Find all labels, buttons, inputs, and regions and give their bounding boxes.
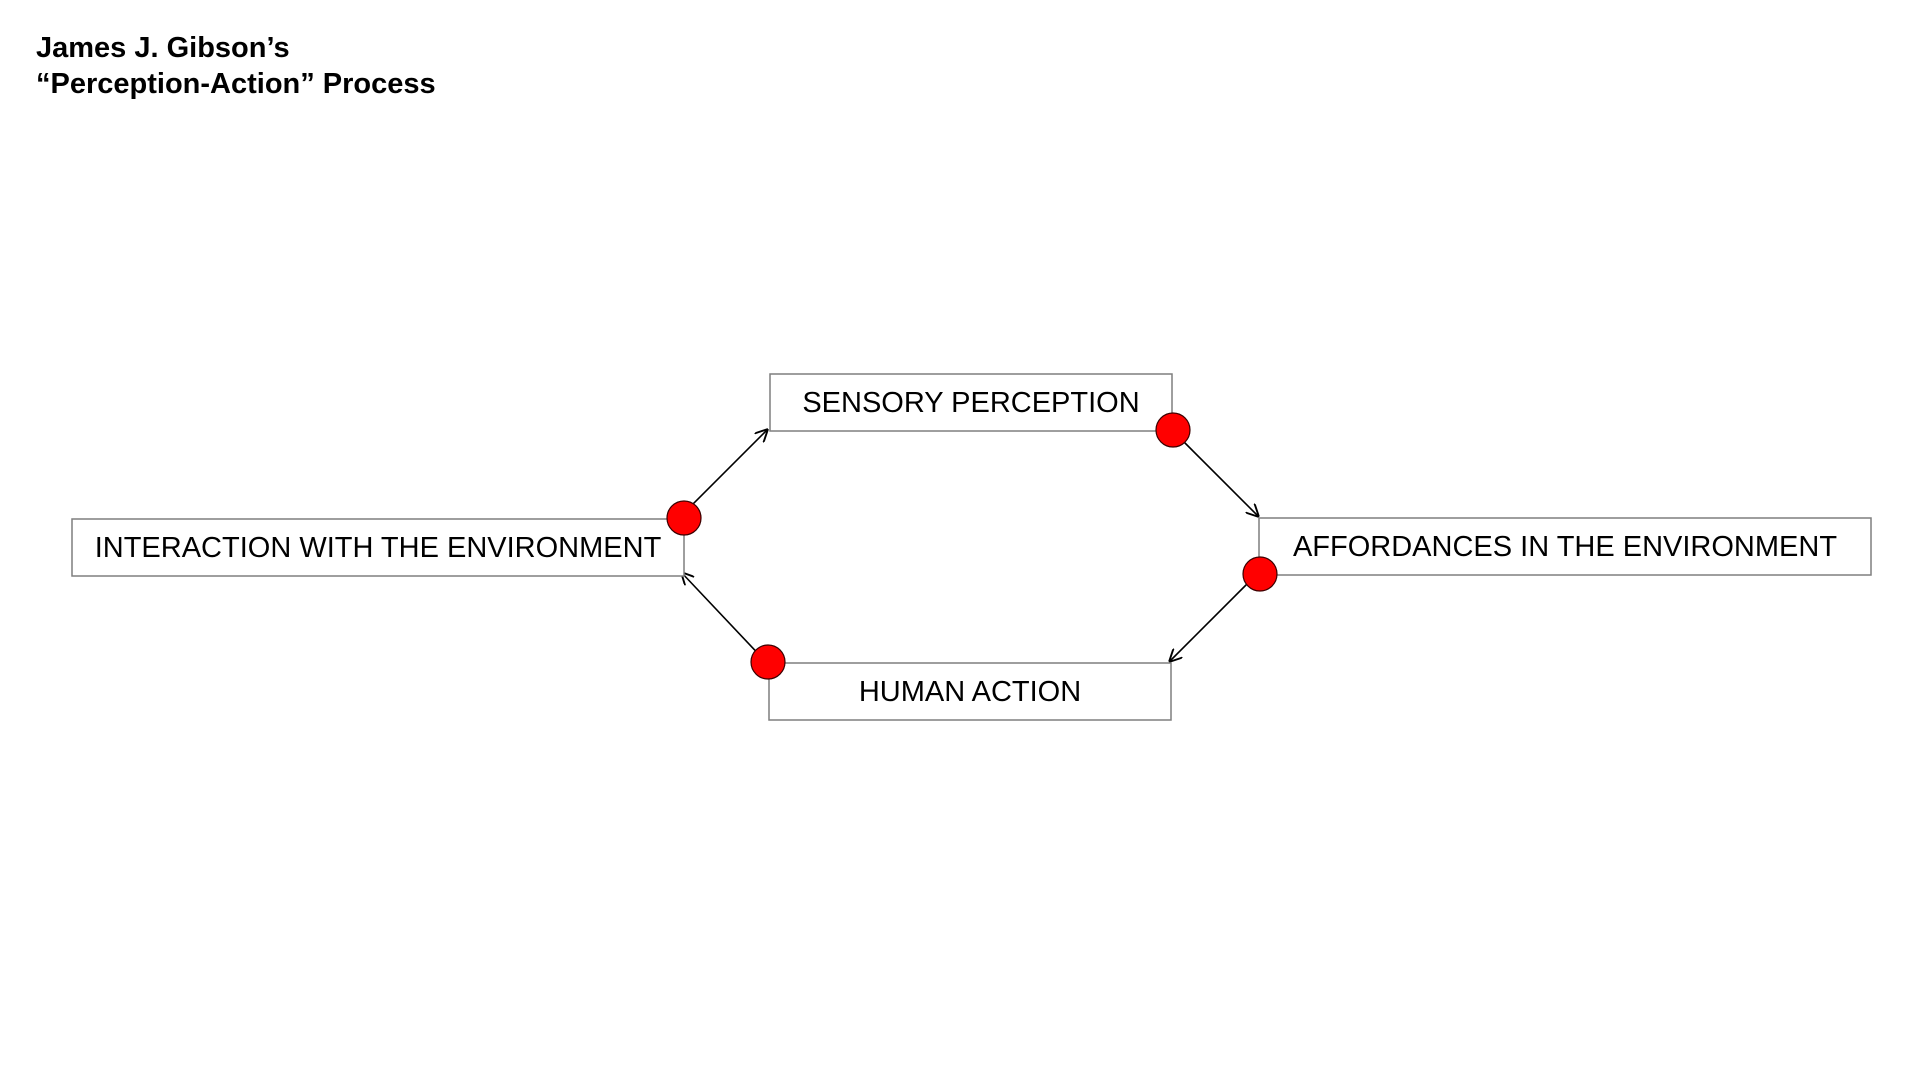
node-sensory-perception-label: SENSORY PERCEPTION (802, 387, 1139, 419)
node-interaction-label: INTERACTION WITH THE ENVIRONMENT (95, 532, 662, 564)
node-sensory-perception: SENSORY PERCEPTION (769, 373, 1173, 432)
arrow-interaction-to-sensory (680, 429, 768, 517)
marker-sensory-right (1155, 412, 1191, 448)
title-line-2: “Perception-Action” Process (36, 68, 436, 100)
node-interaction: INTERACTION WITH THE ENVIRONMENT (71, 518, 685, 577)
node-human-action-label: HUMAN ACTION (859, 676, 1081, 708)
title-line-1: James J. Gibson’s (36, 32, 290, 64)
node-human-action: HUMAN ACTION (768, 662, 1172, 721)
arrow-human-action-to-interaction (681, 572, 767, 663)
diagram-title: James J. Gibson’s “Perception-Action” Pr… (36, 30, 436, 102)
node-affordances-label: AFFORDANCES IN THE ENVIRONMENT (1293, 531, 1837, 563)
marker-human-action-left (750, 644, 786, 680)
marker-affordances-left (1242, 556, 1278, 592)
node-affordances: AFFORDANCES IN THE ENVIRONMENT (1258, 517, 1872, 576)
marker-interaction-right (666, 500, 702, 536)
arrow-affordances-to-human-action (1169, 572, 1259, 662)
